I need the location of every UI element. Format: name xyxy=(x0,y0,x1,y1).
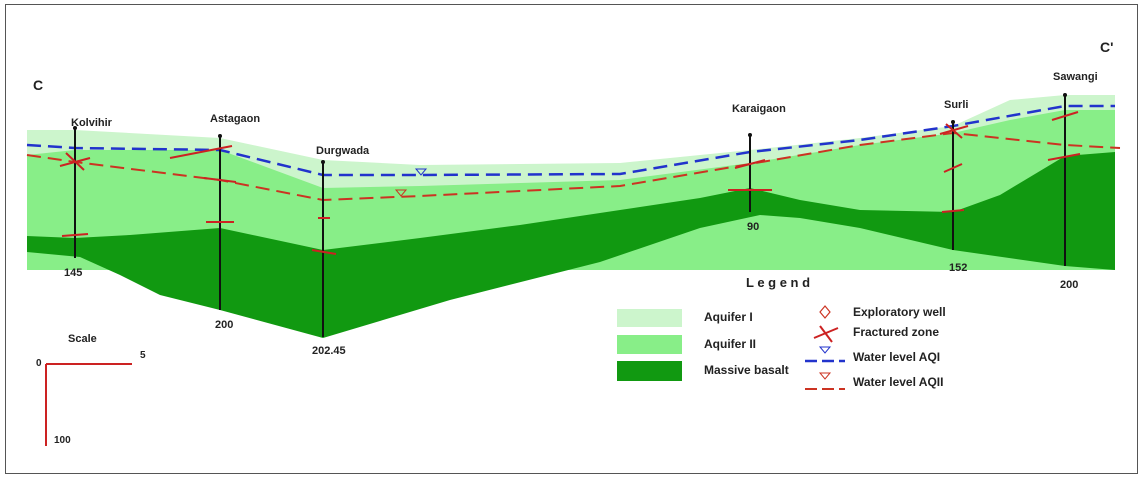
well-head xyxy=(1063,93,1067,97)
well-depth: 145 xyxy=(64,267,82,279)
water-level-aq1-line xyxy=(26,104,1115,177)
well-depth: 202.45 xyxy=(312,345,346,357)
well-head xyxy=(218,134,222,138)
scale-title: Scale xyxy=(68,333,97,345)
fracture-icon xyxy=(1047,153,1081,161)
legend-title: L e g e n d xyxy=(746,275,810,290)
fracture-icon xyxy=(939,123,969,139)
scale-bar: Scale 0 5 100 xyxy=(36,333,146,446)
well-depth: 200 xyxy=(1060,279,1078,291)
fracture-icon xyxy=(311,249,337,255)
well-depth: 200 xyxy=(215,319,233,331)
scale-vertical-label: 100 xyxy=(54,435,71,446)
well-head xyxy=(73,126,77,130)
well-kolvihir: Kolvihir 145 xyxy=(59,117,113,279)
well-depth: 152 xyxy=(949,262,967,274)
fracture-icon xyxy=(61,233,89,237)
section-end-label: C' xyxy=(1100,39,1113,55)
well-name: Sawangi xyxy=(1053,71,1098,83)
well-karaigaon: Karaigaon 90 xyxy=(728,103,786,233)
legend-label-water-level-aqii: Water level AQII xyxy=(853,375,943,389)
fracture-icon xyxy=(59,152,91,171)
legend-label-aquifer-1: Aquifer I xyxy=(704,310,753,324)
fracture-icon xyxy=(1051,111,1079,121)
diamond-icon xyxy=(819,305,831,319)
wells-group: Kolvihir 145 Astagaon 200 Durgwada 202.4… xyxy=(59,71,1098,357)
well-sawangi: Sawangi 200 xyxy=(1047,71,1098,291)
fracture-icon xyxy=(203,177,237,183)
water-level-marker-icon xyxy=(414,168,428,176)
well-name: Astagaon xyxy=(210,113,260,125)
well-head xyxy=(748,133,752,137)
fracture-icon xyxy=(169,145,233,159)
water-level-marker-icon xyxy=(394,189,408,197)
well-depth: 90 xyxy=(747,221,759,233)
well-durgwada: Durgwada 202.45 xyxy=(311,145,370,357)
well-astagaon: Astagaon 200 xyxy=(169,113,260,331)
well-head xyxy=(951,120,955,124)
legend-label-basalt: Massive basalt xyxy=(704,363,789,377)
section-start-label: C xyxy=(33,77,43,93)
legend: L e g e n d Aquifer I Aquifer II Massive… xyxy=(617,275,946,390)
well-name: Durgwada xyxy=(316,145,370,157)
well-name: Kolvihir xyxy=(71,117,113,129)
red-water-marker-icon xyxy=(818,372,832,380)
fracture-icon xyxy=(734,159,766,169)
fracture-cross-icon xyxy=(813,325,839,343)
massive-basalt-layer xyxy=(27,152,1115,338)
figure-frame xyxy=(5,4,1138,474)
blue-water-marker-icon xyxy=(818,346,832,354)
well-head xyxy=(321,160,325,164)
legend-label-fractured-zone: Fractured zone xyxy=(853,325,939,339)
aquifer-2-layer xyxy=(27,110,1115,270)
legend-swatch-aquifer-1 xyxy=(617,309,682,327)
legend-swatch-aquifer-2 xyxy=(617,335,682,354)
well-surli: Surli 152 xyxy=(939,99,969,274)
scale-horizontal-label: 5 xyxy=(140,350,146,361)
legend-label-exploratory-well: Exploratory well xyxy=(853,305,946,319)
well-name: Karaigaon xyxy=(732,103,786,115)
legend-swatch-basalt xyxy=(617,361,682,381)
legend-label-water-level-aqi: Water level AQI xyxy=(853,350,940,364)
well-name: Surli xyxy=(944,99,968,111)
legend-label-aquifer-2: Aquifer II xyxy=(704,337,756,351)
fracture-icon xyxy=(941,209,965,213)
fracture-icon xyxy=(943,163,963,173)
water-level-aq2-line xyxy=(26,131,1121,202)
scale-origin-label: 0 xyxy=(36,358,42,369)
